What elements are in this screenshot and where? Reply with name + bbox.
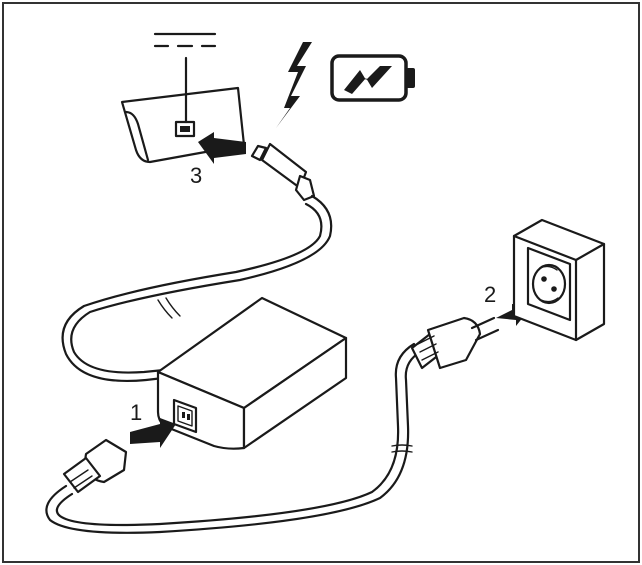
power-plug-icon — [410, 316, 500, 370]
battery-charging-icon — [330, 54, 415, 102]
step-2-label: 2 — [484, 282, 496, 307]
lightning-icon — [276, 42, 312, 128]
ac-adapter-icon — [156, 296, 348, 450]
dc-connector-plug — [250, 142, 316, 202]
power-socket-icon — [512, 218, 606, 342]
step-3-label: 3 — [190, 163, 202, 188]
dc-cable — [61, 194, 333, 382]
step-1-label: 1 — [130, 400, 142, 425]
step-1-arrow[interactable] — [130, 418, 176, 448]
ac-cable-connector — [62, 438, 128, 494]
ac-cable — [45, 342, 422, 534]
step-3-arrow[interactable] — [198, 132, 246, 164]
dc-symbol-icon — [153, 32, 217, 48]
